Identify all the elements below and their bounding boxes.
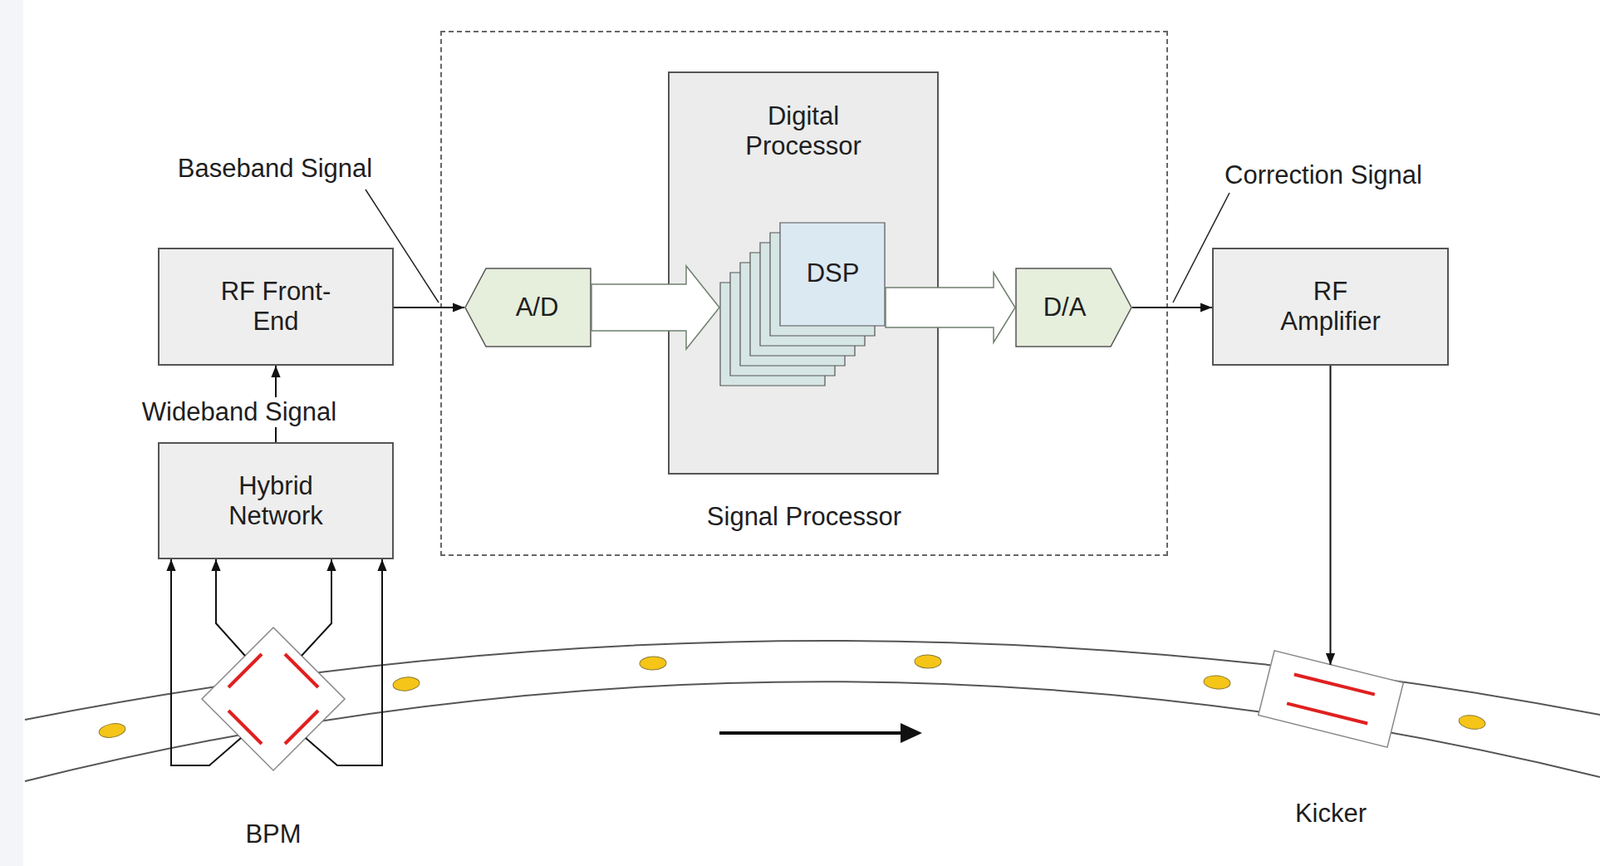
beam-bunch xyxy=(1202,674,1231,691)
signal-line xyxy=(171,559,241,766)
node-label: A/D xyxy=(515,292,560,323)
node-label: D/A xyxy=(1043,292,1087,323)
bpm-electrode xyxy=(228,653,262,688)
beam-bunch xyxy=(98,721,127,739)
kicker-electrode: Kicker xyxy=(1256,640,1406,830)
process-box: Hybrid Network xyxy=(157,441,394,560)
node-label: Hybrid Network xyxy=(213,471,339,531)
converter-pentagon xyxy=(1015,268,1132,347)
bpm-electrode xyxy=(284,710,319,744)
node-label: BPM xyxy=(245,819,301,850)
node-label: RF Amplifier xyxy=(1264,276,1398,337)
edge-label-holder: Baseband Signal xyxy=(174,153,376,184)
signal-line xyxy=(301,559,332,656)
kicker-plate xyxy=(1286,702,1368,723)
node-label: Digital Processor xyxy=(732,101,874,162)
signal-line xyxy=(393,306,465,309)
beam-position-monitor: BPM xyxy=(201,627,345,854)
edge-label-holder: Correction Signal xyxy=(1221,160,1426,191)
edge-label-holder: Wideband Signal xyxy=(138,397,340,427)
beam-direction-head xyxy=(900,722,923,743)
node-outline xyxy=(719,222,886,386)
dsp-stack: DSP xyxy=(719,222,886,386)
beam-bunch xyxy=(639,655,668,670)
node-label: Signal Processor xyxy=(706,501,902,532)
node-label: RF Front-End xyxy=(213,276,339,337)
beam-bunch xyxy=(1457,713,1487,732)
kicker-body xyxy=(1258,650,1404,747)
bus-arrow xyxy=(885,272,1016,343)
signal-label: Baseband Signal xyxy=(174,153,376,184)
node-label: Kicker xyxy=(1295,798,1367,829)
beam-direction-arrow xyxy=(719,731,904,735)
beam-bunch xyxy=(392,675,420,692)
dashed-group: Signal ProcessorA/DDigital ProcessorDSPD… xyxy=(440,30,1169,556)
dac-converter: D/A xyxy=(1015,267,1133,348)
node-label: DSP xyxy=(780,258,886,289)
bpm-body xyxy=(201,627,345,771)
converter-pentagon xyxy=(465,268,591,347)
kicker-group xyxy=(1258,650,1404,747)
signal-line xyxy=(1132,306,1213,309)
process-box: RF Front-End xyxy=(157,247,394,366)
signal-line xyxy=(215,559,246,656)
process-box: RF Amplifier xyxy=(1212,247,1449,366)
dsp-page xyxy=(780,222,885,326)
adc-converter: A/D xyxy=(464,267,592,348)
beam-bunch xyxy=(914,654,942,669)
bpm-electrode xyxy=(228,710,262,744)
signal-label: Correction Signal xyxy=(1221,160,1426,191)
kicker-plate xyxy=(1294,673,1375,694)
bus-arrow xyxy=(591,265,720,349)
signal-line xyxy=(305,559,383,766)
signal-label: Wideband Signal xyxy=(138,397,340,427)
processor-box: Digital ProcessorDSP xyxy=(667,71,939,475)
signal-line xyxy=(1330,365,1332,665)
bpm-electrode xyxy=(284,653,319,688)
